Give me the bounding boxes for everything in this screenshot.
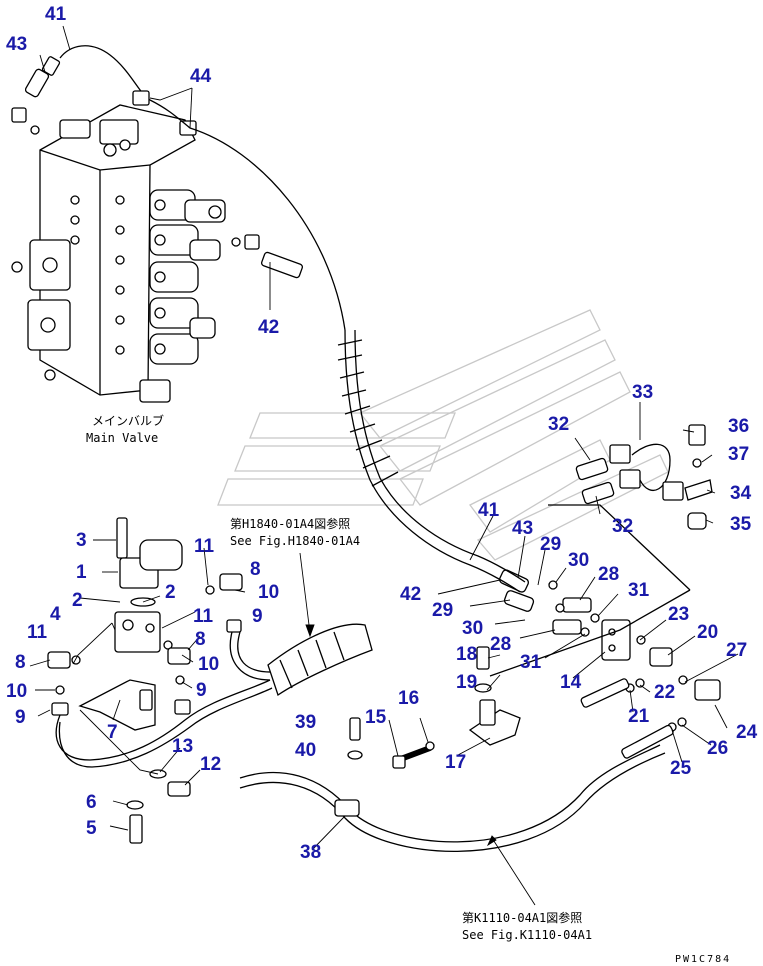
callout-13: 13 [172,736,193,757]
callout-14: 14 [560,672,582,693]
callout-32: 32 [612,516,633,537]
callout-31: 31 [520,652,542,673]
callout-11: 11 [194,536,215,557]
callout-9: 9 [15,707,26,728]
callout-7: 7 [107,722,118,743]
callout-19: 19 [456,672,477,693]
reference-note-1-jp: 第H1840-01A4図参照 [230,516,350,531]
callout-29: 29 [540,534,561,555]
callout-30: 30 [568,550,589,571]
callout-32: 32 [548,414,569,435]
callout-37: 37 [728,444,749,465]
reference-note-1-en: See Fig.H1840-01A4 [230,534,360,548]
callout-4: 4 [50,604,61,625]
callout-17: 17 [445,752,466,773]
callout-42: 42 [258,317,279,338]
solenoid-block-drawing [47,517,373,844]
callout-22: 22 [654,682,675,703]
callout-39: 39 [295,712,316,733]
callout-11: 11 [27,622,48,643]
callout-43: 43 [512,518,533,539]
reference-note-2-jp: 第K1110-04A1図参照 [462,910,582,925]
callout-30: 30 [462,618,483,639]
callout-41: 41 [478,500,500,521]
callout-38: 38 [300,842,321,863]
callout-42: 42 [400,584,421,605]
callout-10: 10 [258,582,279,603]
callout-2: 2 [72,590,83,611]
callout-34: 34 [730,483,752,504]
callout-28: 28 [490,634,511,655]
reference-note-2-en: See Fig.K1110-04A1 [462,928,592,942]
callout-43: 43 [6,34,27,55]
callout-23: 23 [668,604,689,625]
callout-21: 21 [628,706,650,727]
callout-35: 35 [730,514,752,535]
harness-33-drawing [548,424,713,591]
callout-28: 28 [598,564,619,585]
callout-5: 5 [86,818,97,839]
main-valve-drawing [11,104,226,403]
callout-12: 12 [200,754,221,775]
sensor-42-drawing [231,234,303,279]
callout-20: 20 [697,622,718,643]
callout-11: 11 [193,606,214,627]
callout-6: 6 [86,792,97,813]
bracket-17-drawing [347,646,521,769]
callout-15: 15 [365,707,387,728]
callout-24: 24 [736,722,758,743]
callout-1: 1 [76,562,87,583]
drawing-code: PW1C784 [675,954,731,965]
callout-16: 16 [398,688,419,709]
lower-hose-drawing [239,744,666,852]
callout-10: 10 [6,681,27,702]
block-14-drawing [489,580,721,759]
callout-18: 18 [456,644,477,665]
callout-27: 27 [726,640,747,661]
callout-40: 40 [295,740,316,761]
callout-9: 9 [252,606,263,627]
watermark-logo [217,309,669,561]
callout-29: 29 [432,600,453,621]
callout-36: 36 [728,416,749,437]
callout-26: 26 [707,738,728,759]
callout-8: 8 [195,629,206,650]
leader-lines [29,25,739,906]
pressure-sensor-top-drawing [11,45,346,331]
callout-25: 25 [670,758,692,779]
callout-2: 2 [165,582,176,603]
callout-31: 31 [628,580,650,601]
main-valve-label-jp: メインバルブ [92,413,164,428]
main-valve-label-en: Main Valve [86,431,158,445]
callout-8: 8 [15,652,26,673]
callout-33: 33 [632,382,653,403]
callout-10: 10 [198,654,219,675]
callout-41: 41 [45,4,67,25]
callout-8: 8 [250,559,261,580]
callout-44: 44 [190,66,212,87]
spiral-hose-drawing [337,329,535,612]
callout-3: 3 [76,530,87,551]
callout-9: 9 [196,680,207,701]
